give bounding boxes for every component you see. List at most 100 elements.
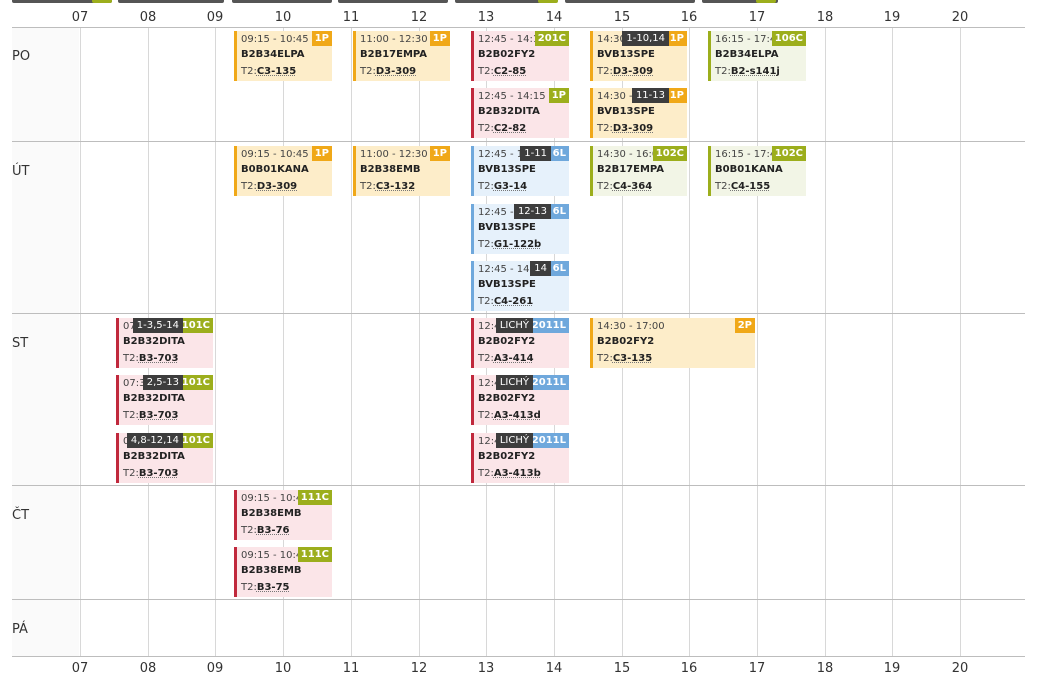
room-link[interactable]: C3-132 [375, 181, 416, 192]
parallel-badge: 101C [178, 433, 213, 448]
room-link[interactable]: A3-414 [493, 353, 534, 364]
tab-marker[interactable] [232, 0, 332, 3]
row-divider [12, 313, 1025, 314]
room-prefix: T2: [597, 66, 613, 77]
event-time: 07:30 - [123, 378, 159, 389]
room-link[interactable]: D3-309 [612, 123, 654, 134]
event-course-code[interactable]: B2B02FY2 [597, 336, 655, 347]
event-course-code[interactable]: BVB13SPE [478, 279, 536, 290]
room-link[interactable]: C2-85 [493, 66, 527, 77]
event-course-code[interactable]: BVB13SPE [597, 49, 655, 60]
room-link[interactable]: B3-703 [138, 410, 179, 421]
tab-marker[interactable] [565, 0, 695, 3]
event-course-code[interactable]: B2B38EMB [241, 565, 302, 576]
row-divider [12, 599, 1025, 600]
room-link[interactable]: C3-135 [256, 66, 297, 77]
event-course-code[interactable]: B2B38EMB [241, 508, 302, 519]
room-link[interactable]: D3-309 [612, 66, 654, 77]
room-link[interactable]: C4-155 [730, 181, 771, 192]
room-link[interactable]: G3-14 [493, 181, 528, 192]
event-course-code[interactable]: B2B32DITA [123, 451, 185, 462]
room-link[interactable]: C3-135 [612, 353, 653, 364]
event-course-code[interactable]: BVB13SPE [597, 106, 655, 117]
room-link[interactable]: B3-75 [256, 582, 290, 593]
room-link[interactable]: B2-s141j [730, 66, 780, 77]
room-link[interactable]: B3-703 [138, 353, 179, 364]
tab-marker[interactable] [455, 0, 555, 3]
event-room: T2:C2-85 [478, 65, 526, 79]
event-course-code[interactable]: B2B02FY2 [478, 393, 536, 404]
room-link[interactable]: D3-309 [256, 181, 298, 192]
room-link[interactable]: C4-261 [493, 296, 534, 307]
room-link[interactable]: A3-413b [493, 468, 541, 479]
event-course-code[interactable]: B0B01KANA [241, 164, 309, 175]
hour-label: 13 [477, 661, 495, 676]
room-prefix: T2: [123, 353, 139, 364]
hour-label: 09 [206, 661, 224, 676]
event-course-code[interactable]: B2B38EMB [360, 164, 421, 175]
room-link[interactable]: B3-76 [256, 525, 290, 536]
event-course-code[interactable]: B0B01KANA [715, 164, 783, 175]
room-link[interactable]: D3-309 [375, 66, 417, 77]
event-course-code[interactable]: B2B32DITA [123, 393, 185, 404]
hour-label: 18 [816, 661, 834, 676]
tab-marker[interactable] [702, 0, 778, 3]
tab-marker[interactable] [118, 0, 224, 3]
event-course-code[interactable]: B2B32DITA [478, 106, 540, 117]
hour-gridline [215, 27, 216, 656]
hour-label: 19 [883, 661, 901, 676]
room-link[interactable]: B3-703 [138, 468, 179, 479]
hour-label: 12 [410, 10, 428, 25]
tab-marker[interactable] [12, 0, 112, 3]
tab-marker-accent [538, 0, 558, 3]
room-link[interactable]: A3-413d [493, 410, 541, 421]
room-link[interactable]: G1-122b [493, 239, 542, 250]
tab-marker-accent [756, 0, 776, 3]
tab-marker[interactable] [338, 0, 448, 3]
room-link[interactable]: C4-364 [612, 181, 653, 192]
event-room: T2:C3-135 [241, 65, 296, 79]
event-room: T2:C4-261 [478, 295, 533, 309]
event-course-code[interactable]: B2B02FY2 [478, 49, 536, 60]
event-course-code[interactable]: B2B17EMPA [597, 164, 665, 175]
event-course-code[interactable]: B2B34ELPA [715, 49, 779, 60]
event-course-code[interactable]: B2B17EMPA [360, 49, 428, 60]
room-prefix: T2: [123, 410, 139, 421]
day-label: ÚT [12, 164, 30, 179]
room-link[interactable]: C2-82 [493, 123, 527, 134]
row-divider [12, 141, 1025, 142]
hour-label: 20 [951, 661, 969, 676]
event-course-code[interactable]: B2B34ELPA [241, 49, 305, 60]
event-course-code[interactable]: BVB13SPE [478, 164, 536, 175]
event-course-code[interactable]: B2B02FY2 [478, 336, 536, 347]
event-course-code[interactable]: B2B32DITA [123, 336, 185, 347]
event-room: T2:C4-364 [597, 180, 652, 194]
event-course-code[interactable]: BVB13SPE [478, 222, 536, 233]
event-course-code[interactable]: B2B02FY2 [478, 451, 536, 462]
day-band [12, 313, 79, 485]
hour-label: 19 [883, 10, 901, 25]
